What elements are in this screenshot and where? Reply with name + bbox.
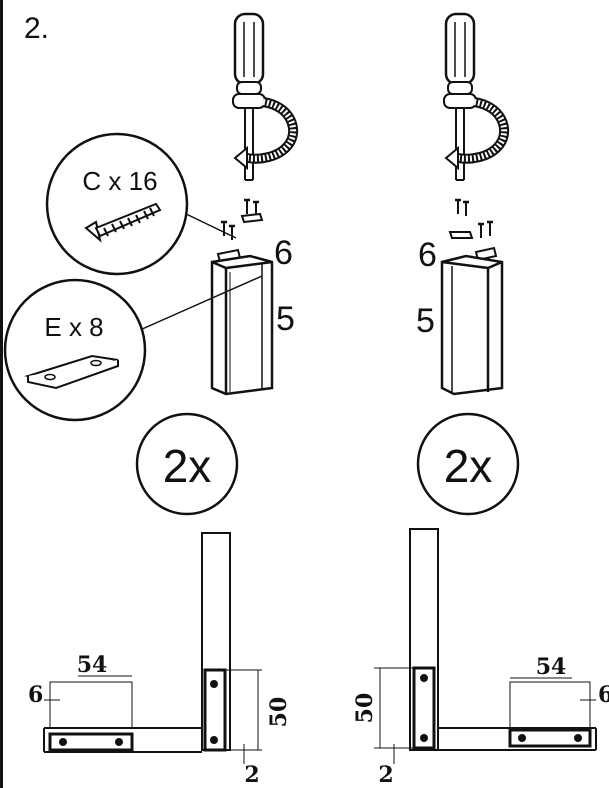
screw-callout-label: C x 16 [82, 166, 157, 196]
rail-part-label-left: 6 [274, 234, 293, 272]
quantity-circle-left [135, 412, 239, 516]
bracket-callout [3, 275, 263, 422]
leg-assembly-right [440, 254, 504, 396]
screwdriver-icon-left [233, 14, 293, 180]
leg-part-label-left: 5 [276, 300, 295, 338]
dim-50-left: 50 [266, 697, 292, 728]
dim-2-left: 2 [244, 762, 259, 788]
bracket-callout-label: E x 8 [44, 312, 103, 342]
screw-callout [45, 132, 237, 276]
bracket-icon [24, 354, 119, 390]
dim-50-right: 50 [352, 693, 378, 724]
dim-54-left: 54 [77, 652, 108, 678]
leg-part-label-right: 5 [416, 302, 435, 340]
page-border [0, 0, 3, 788]
fasteners-right [448, 198, 498, 262]
dim-6-left: 6 [28, 682, 43, 708]
fasteners-left [216, 198, 264, 264]
top-view-left [43, 532, 262, 764]
screwdriver-icon-right [444, 14, 504, 180]
step-number: 2. [24, 12, 50, 45]
dim-54-right: 54 [536, 654, 567, 680]
wood-screw-icon [84, 202, 162, 243]
quantity-label-right: 2x [444, 440, 493, 492]
leg-assembly-left [210, 254, 274, 396]
dim-6-right: 6 [598, 682, 609, 708]
top-view-right [374, 528, 597, 764]
quantity-label-left: 2x [163, 440, 212, 492]
dim-2-right: 2 [378, 762, 393, 788]
quantity-circle-right [416, 412, 520, 516]
rail-part-label-right: 6 [418, 236, 437, 274]
